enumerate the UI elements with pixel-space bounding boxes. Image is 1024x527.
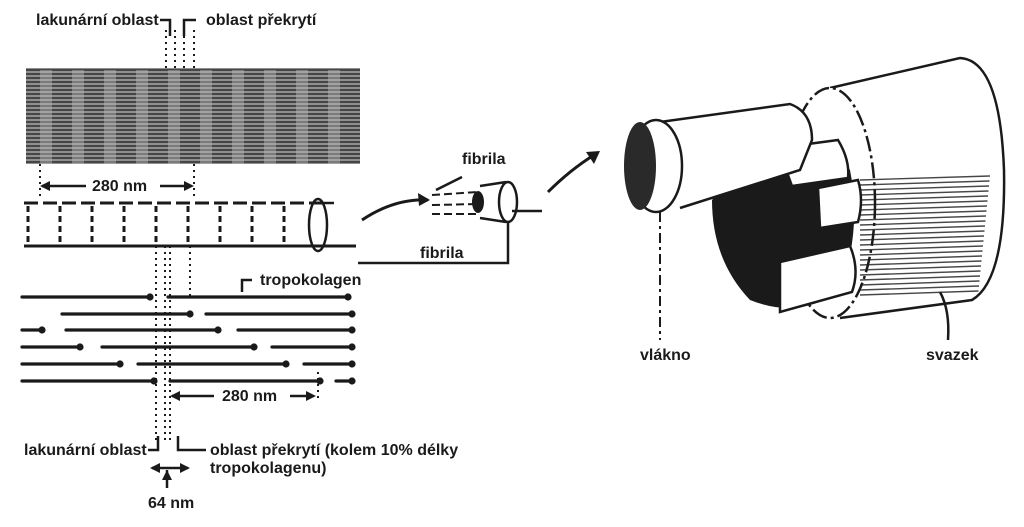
hatch-line	[859, 185, 990, 191]
hatch-line	[859, 215, 987, 221]
hatch-line	[859, 225, 986, 231]
striation-band	[296, 70, 308, 164]
striation-band	[328, 70, 340, 164]
molecule-head	[348, 377, 356, 385]
small-fibril-figure	[431, 175, 542, 224]
hatch-line	[859, 205, 988, 211]
molecule-head	[214, 326, 222, 334]
molecule-head	[116, 360, 124, 368]
striated-fibril	[24, 197, 356, 253]
striation-band	[200, 70, 212, 164]
hatch-line	[859, 275, 981, 281]
molecule-head	[282, 360, 290, 368]
fibril-bands	[26, 206, 286, 244]
label-280nm-bottom: 280 nm	[222, 388, 277, 405]
hatch-line	[859, 245, 984, 251]
striation-band	[232, 70, 244, 164]
molecule-head	[250, 343, 258, 351]
top-label-connectors	[160, 18, 196, 68]
label-fiber: vlákno	[640, 347, 691, 364]
hatch-line	[859, 285, 980, 291]
striation-band	[104, 70, 116, 164]
bottom-label-connectors	[148, 436, 206, 488]
electron-micrograph-band	[26, 68, 360, 164]
hatch-line	[859, 235, 985, 241]
label-280nm-top: 280 nm	[92, 178, 147, 195]
label-overlap-bottom-1: oblast překrytí (kolem 10% délky	[210, 442, 458, 459]
micrograph-striations	[26, 69, 360, 164]
hatch-line	[859, 180, 990, 186]
hatch-line	[859, 195, 989, 201]
label-fibril-lower: fibrila	[420, 245, 464, 262]
molecule-head	[76, 343, 84, 351]
striation-band	[72, 70, 84, 164]
striation-band	[168, 70, 180, 164]
striation-band	[136, 70, 148, 164]
hatch-line	[859, 290, 979, 296]
molecule-head	[344, 293, 352, 301]
fiber-bundle	[624, 56, 1006, 341]
hatch-line	[859, 260, 982, 266]
striation-band	[264, 70, 276, 164]
label-lacunar-bottom: lakunární oblast	[24, 442, 147, 459]
arrow-to-fibril	[361, 198, 429, 222]
gap-dotted-guides	[155, 246, 319, 440]
connector-tropocollagen	[240, 278, 252, 292]
molecule-head	[348, 326, 356, 334]
label-64nm: 64 nm	[148, 495, 194, 512]
hatch-line	[859, 240, 984, 246]
label-fibril-upper: fibrila	[462, 151, 506, 168]
molecule-head	[186, 310, 194, 318]
hatch-line	[859, 255, 983, 261]
tropocollagen-molecules	[20, 293, 356, 385]
hatch-line	[859, 265, 982, 271]
hatch-line	[859, 200, 988, 206]
molecule-head	[348, 360, 356, 368]
hatch-line	[859, 210, 987, 216]
label-bundle: svazek	[926, 347, 979, 364]
hatch-line	[859, 280, 980, 286]
hatch-line	[859, 190, 989, 196]
striation-band	[40, 70, 52, 164]
molecule-head	[348, 343, 356, 351]
hatch-line	[859, 270, 981, 276]
label-overlap-bottom-2: tropokolagenu)	[210, 460, 326, 477]
hatch-line	[859, 250, 983, 256]
label-tropocollagen: tropokolagen	[260, 272, 361, 289]
measure-280-bottom	[170, 391, 316, 401]
hatch-line	[859, 175, 991, 181]
molecule-head	[146, 293, 154, 301]
measure-280-top	[39, 164, 195, 200]
hatch-line	[859, 220, 986, 226]
molecule-head	[38, 326, 46, 334]
label-lacunar-top: lakunární oblast	[36, 12, 159, 29]
arrow-to-bundle	[546, 153, 595, 194]
hatch-line	[859, 230, 985, 236]
connector-fibril-lower	[358, 223, 510, 265]
molecule-head	[348, 310, 356, 318]
sheath-shading	[859, 175, 991, 296]
label-overlap-top: oblast překrytí	[206, 12, 317, 29]
